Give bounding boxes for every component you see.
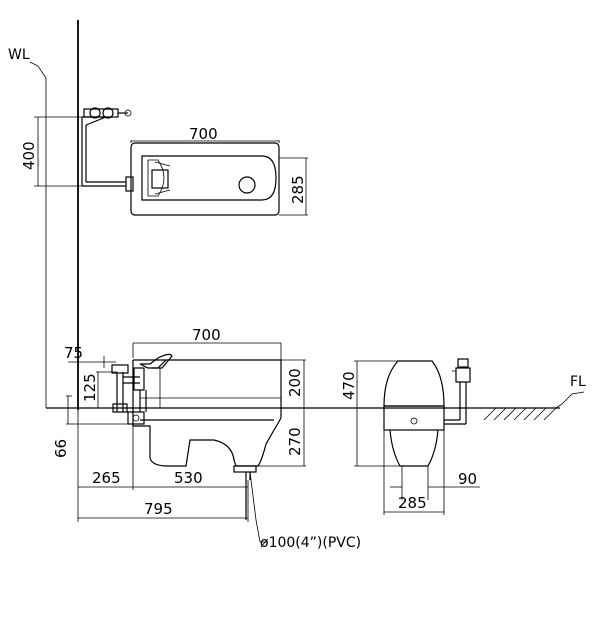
dim-front-width-text: 285 (398, 494, 427, 512)
flush-pipe (81, 116, 134, 192)
dim-valve-height-text: 400 (20, 141, 38, 170)
floor-hatching (483, 407, 557, 421)
dim-front-height-text: 470 (340, 371, 358, 400)
side-valve-assembly (111, 353, 173, 425)
top-view: 700 285 400 (20, 107, 308, 216)
dimension-side-length: 700 (132, 326, 282, 360)
dim-rim-height-text: 200 (286, 368, 304, 397)
dim-wall-to-outlet-text: 795 (144, 500, 173, 518)
dimension-valve-height: 400 (20, 116, 82, 187)
dim-side-length-text: 700 (192, 326, 221, 344)
dim-top-length-text: 700 (189, 125, 218, 143)
pan-side-body (132, 359, 282, 408)
dimension-front-height: 470 (340, 360, 400, 467)
dim-front-offset-text: 90 (458, 470, 477, 488)
dim-pipe-height-text: 125 (81, 373, 99, 402)
dimension-pipe-height: 125 (81, 371, 117, 409)
dimension-horizontal-lower: 265 530 795 (77, 410, 249, 522)
pan-front-body (383, 360, 445, 500)
dimension-top-length: 700 (130, 125, 280, 143)
side-view: 700 (52, 326, 361, 551)
dimension-bottom-offset: 66 (52, 395, 128, 458)
wall-line-label: WL (8, 47, 47, 408)
floor-line-text: FL (570, 374, 586, 390)
wall-line-text: WL (8, 47, 30, 63)
flush-lever-icon (139, 353, 173, 369)
dimension-front-offset: 90 (390, 470, 480, 488)
pipe-note-text: ø100(4”)(PVC) (260, 535, 361, 551)
dim-body-length-text: 530 (174, 469, 203, 487)
pipe-note: ø100(4”)(PVC) (249, 471, 361, 551)
front-supply-pipe (444, 358, 471, 425)
dim-top-offset-text: 75 (64, 344, 83, 362)
pan-top-outline (130, 142, 280, 216)
floor-line (46, 407, 560, 421)
dimension-rim-height: 200 (281, 359, 306, 408)
dim-top-width-text: 285 (289, 175, 307, 204)
dimension-top-width: 285 (279, 157, 308, 216)
dim-depth-text: 270 (286, 427, 304, 456)
dim-bottom-offset-text: 66 (52, 439, 70, 458)
front-view: 470 90 28 (340, 358, 480, 515)
dimension-top-offset: 75 (64, 344, 116, 368)
floor-line-label: FL (555, 374, 586, 409)
dimension-depth: 270 (258, 408, 306, 467)
dimension-front-width: 285 (383, 430, 445, 515)
dim-wall-to-start-text: 265 (92, 469, 121, 487)
